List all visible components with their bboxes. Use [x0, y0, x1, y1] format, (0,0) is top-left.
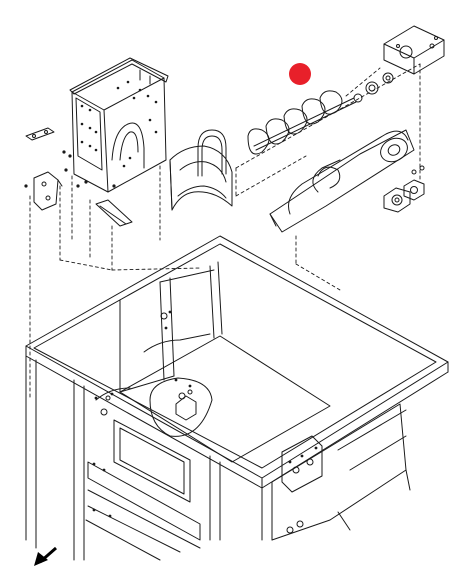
- wear-strip: [95, 199, 133, 227]
- leader-lines: [29, 63, 421, 401]
- highlight-dot[interactable]: [289, 63, 311, 85]
- arrow-down-left-icon: [34, 546, 57, 566]
- auger-flighting: [247, 72, 394, 155]
- auger-trough: [269, 129, 415, 233]
- auger-shroud: [169, 129, 233, 211]
- hopper-bolts: [92, 310, 318, 518]
- bearing-flange: [383, 165, 425, 213]
- gear-cover: [383, 25, 445, 75]
- side-bracket: [25, 127, 55, 141]
- hardware-bolts: [24, 150, 116, 188]
- mounting-plate: [33, 171, 63, 211]
- hopper-body: [25, 235, 449, 561]
- gearbox-housing: [69, 57, 169, 193]
